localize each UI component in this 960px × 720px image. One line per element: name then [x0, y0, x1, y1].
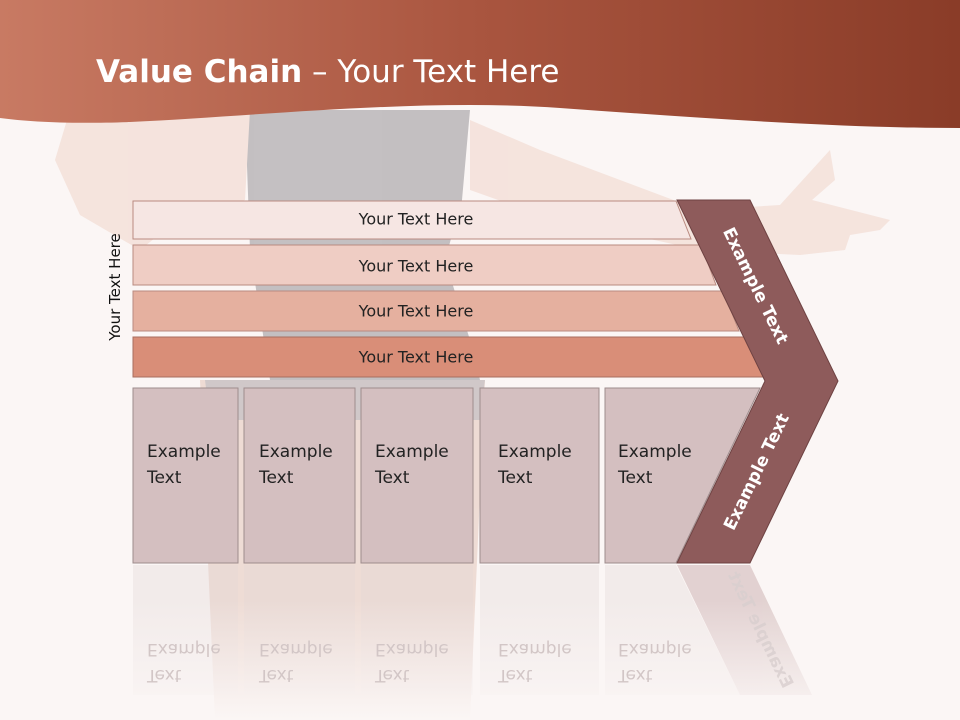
column-label-1-line1: Example: [147, 442, 221, 462]
column-label-2-line1: Example: [259, 442, 333, 462]
reflection-text-4-line2: Text: [498, 665, 533, 685]
reflection-text-5-line2: Text: [618, 665, 653, 685]
reflection-text-5: Text Example: [618, 636, 692, 688]
reflection-text-4-line1: Example: [498, 639, 572, 659]
reflection-text-5-line1: Example: [618, 639, 692, 659]
reflection-text-1-line2: Text: [147, 665, 182, 685]
column-label-3-line2: Text: [375, 468, 410, 488]
column-label-4-line2: Text: [498, 468, 533, 488]
reflection-text-1-line1: Example: [147, 639, 221, 659]
reflection-text-2-line1: Example: [259, 639, 333, 659]
reflection-text-3: Text Example: [375, 636, 449, 688]
reflection-text-1: Text Example: [147, 636, 221, 688]
title-bold: Value Chain: [96, 54, 303, 90]
column-label-5-line1: Example: [618, 442, 692, 462]
row-bar-1: [132, 200, 692, 240]
column-box-4: [479, 387, 600, 564]
row-bar-2: [132, 244, 717, 286]
reflection-text-2: Text Example: [259, 636, 333, 688]
vertical-axis-label: Your Text Here: [106, 233, 124, 341]
slide-title: Value Chain – Your Text Here: [96, 54, 559, 90]
header-band: [0, 0, 960, 128]
chevron-arrow: [676, 199, 839, 564]
reflection-text-2-line2: Text: [259, 665, 294, 685]
column-label-4-line1: Example: [498, 442, 572, 462]
row-bar-3: [132, 290, 740, 332]
row-label-4: Your Text Here: [358, 347, 474, 367]
column-box-5: [604, 387, 761, 564]
column-box-2: [243, 387, 356, 564]
reflection-text-4: Text Example: [498, 636, 572, 688]
reflection-text-3-line1: Example: [375, 639, 449, 659]
title-rest: – Your Text Here: [302, 54, 560, 90]
column-box-3: [360, 387, 474, 564]
column-label-1-line2: Text: [147, 468, 182, 488]
reflection-text-3-line2: Text: [375, 665, 410, 685]
row-label-3: Your Text Here: [358, 301, 474, 321]
column-box-1: [132, 387, 239, 564]
row-label-2: Your Text Here: [358, 256, 474, 276]
row-label-1: Your Text Here: [358, 209, 474, 229]
column-label-2-line2: Text: [259, 468, 294, 488]
column-label-5-line2: Text: [618, 468, 653, 488]
column-label-3-line1: Example: [375, 442, 449, 462]
